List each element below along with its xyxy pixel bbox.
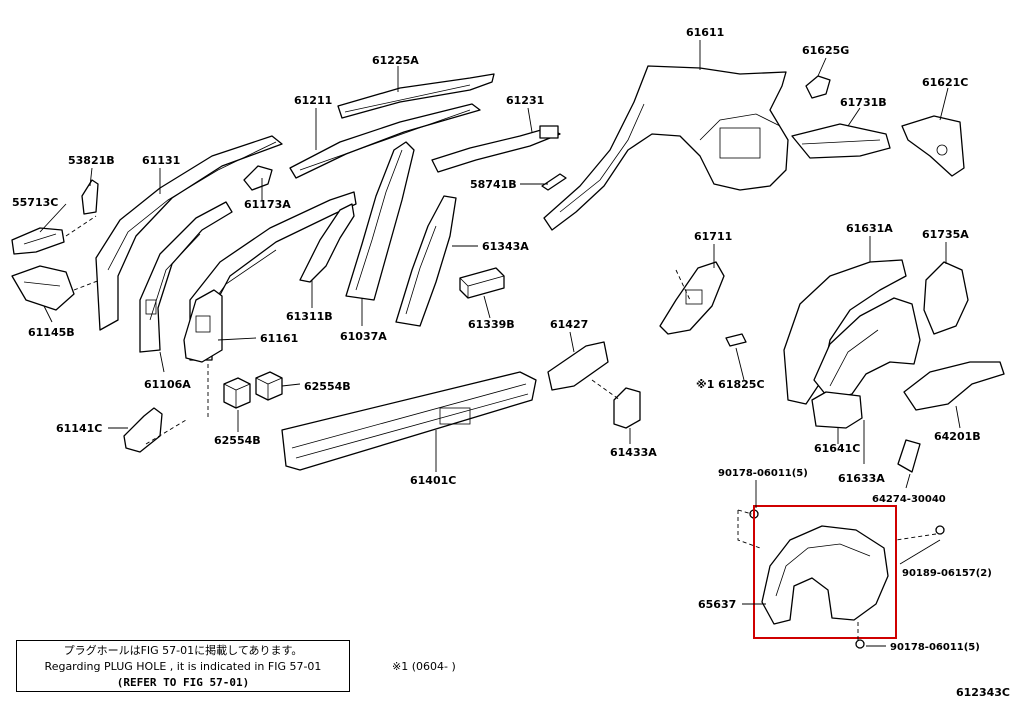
label-61037A: 61037A <box>340 330 387 343</box>
label-61131: 61131 <box>142 154 180 167</box>
label-62554B-b: 62554B <box>214 434 261 447</box>
part-pillar-bracket <box>183 289 223 363</box>
label-61231: 61231 <box>506 94 544 107</box>
part-61641C-bracket <box>811 391 863 429</box>
part-center-pillar <box>345 141 415 301</box>
part-61427-bracket <box>547 341 609 391</box>
leader-lines <box>39 40 961 647</box>
part-61339B-block <box>459 267 505 299</box>
label-61711: 61711 <box>694 230 732 243</box>
part-front-body-inner <box>139 201 233 353</box>
part-roof-rail <box>337 73 495 119</box>
assembly-lines <box>65 215 937 640</box>
label-61631A: 61631A <box>846 222 893 235</box>
label-61311B: 61311B <box>286 310 333 323</box>
part-inner-roof-rail <box>289 103 481 179</box>
label-90178-bottom: 90178-06011(5) <box>890 642 980 653</box>
label-65637: 65637 <box>698 598 736 611</box>
footnote: ※1 (0604- ) <box>392 660 456 673</box>
label-61735A: 61735A <box>922 228 969 241</box>
label-90189: 90189-06157(2) <box>902 568 992 579</box>
part-rear-roof-rail <box>431 125 561 173</box>
part-rocker-panel <box>281 371 537 471</box>
label-61625G: 61625G <box>802 44 849 57</box>
note-line-reference: (REFER TO FIG 57-01) <box>116 676 250 689</box>
label-61633A: 61633A <box>838 472 885 485</box>
label-61106A: 61106A <box>144 378 191 391</box>
part-61621C-bracket <box>901 115 965 177</box>
plug-hole-note: プラグホールはFIG 57-01に掲載してあります。 Regarding PLU… <box>16 640 350 692</box>
label-90178-top: 90178-06011(5) <box>718 468 808 479</box>
label-61343A: 61343A <box>482 240 529 253</box>
part-61731B-bracket <box>791 123 891 159</box>
part-61141C-bracket <box>123 407 163 453</box>
label-64274: 64274-30040 <box>872 494 946 505</box>
part-wheel-house-outer <box>783 259 907 405</box>
part-center-pillar-inner <box>395 195 457 327</box>
part-61825C-piece <box>725 333 747 347</box>
label-64201B: 64201B <box>934 430 981 443</box>
part-55713C-bracket <box>11 227 65 255</box>
label-61611: 61611 <box>686 26 724 39</box>
part-fender-liner <box>749 509 945 649</box>
label-61433A: 61433A <box>610 446 657 459</box>
label-61161: 61161 <box>260 332 298 345</box>
label-61339B: 61339B <box>468 318 515 331</box>
label-61225A: 61225A <box>372 54 419 67</box>
label-61141C: 61141C <box>56 422 102 435</box>
part-61145B-bracket <box>11 265 75 311</box>
part-62554B-block-b <box>255 371 283 401</box>
label-61427: 61427 <box>550 318 588 331</box>
part-62554B-block-a <box>223 377 251 409</box>
figure-id: 612343C <box>956 686 1010 699</box>
label-61401C: 61401C <box>410 474 456 487</box>
part-61173A-bracket <box>243 165 273 191</box>
label-58741B: 58741B <box>470 178 517 191</box>
part-64274-strip <box>897 439 921 473</box>
label-55713C: 55713C <box>12 196 58 209</box>
label-61173A: 61173A <box>244 198 291 211</box>
highlight-box <box>753 505 897 639</box>
label-61145B: 61145B <box>28 326 75 339</box>
note-line-english: Regarding PLUG HOLE , it is indicated in… <box>44 660 322 673</box>
part-61735A-bracket <box>923 261 969 335</box>
part-61433A-bracket <box>613 387 641 429</box>
label-61621C: 61621C <box>922 76 968 89</box>
part-61625G-bracket <box>805 75 831 99</box>
label-61731B: 61731B <box>840 96 887 109</box>
label-61825C: ※1 61825C <box>696 378 765 391</box>
label-62554B-a: 62554B <box>304 380 351 393</box>
label-61641C: 61641C <box>814 442 860 455</box>
part-58741B-piece <box>541 173 567 191</box>
label-61211: 61211 <box>294 94 332 107</box>
note-line-japanese: プラグホールはFIG 57-01に掲載してあります。 <box>63 644 303 657</box>
label-53821B: 53821B <box>68 154 115 167</box>
part-quarter-panel <box>543 65 789 231</box>
part-64201B-bracket <box>903 361 1005 411</box>
part-61711-inner <box>659 261 725 335</box>
